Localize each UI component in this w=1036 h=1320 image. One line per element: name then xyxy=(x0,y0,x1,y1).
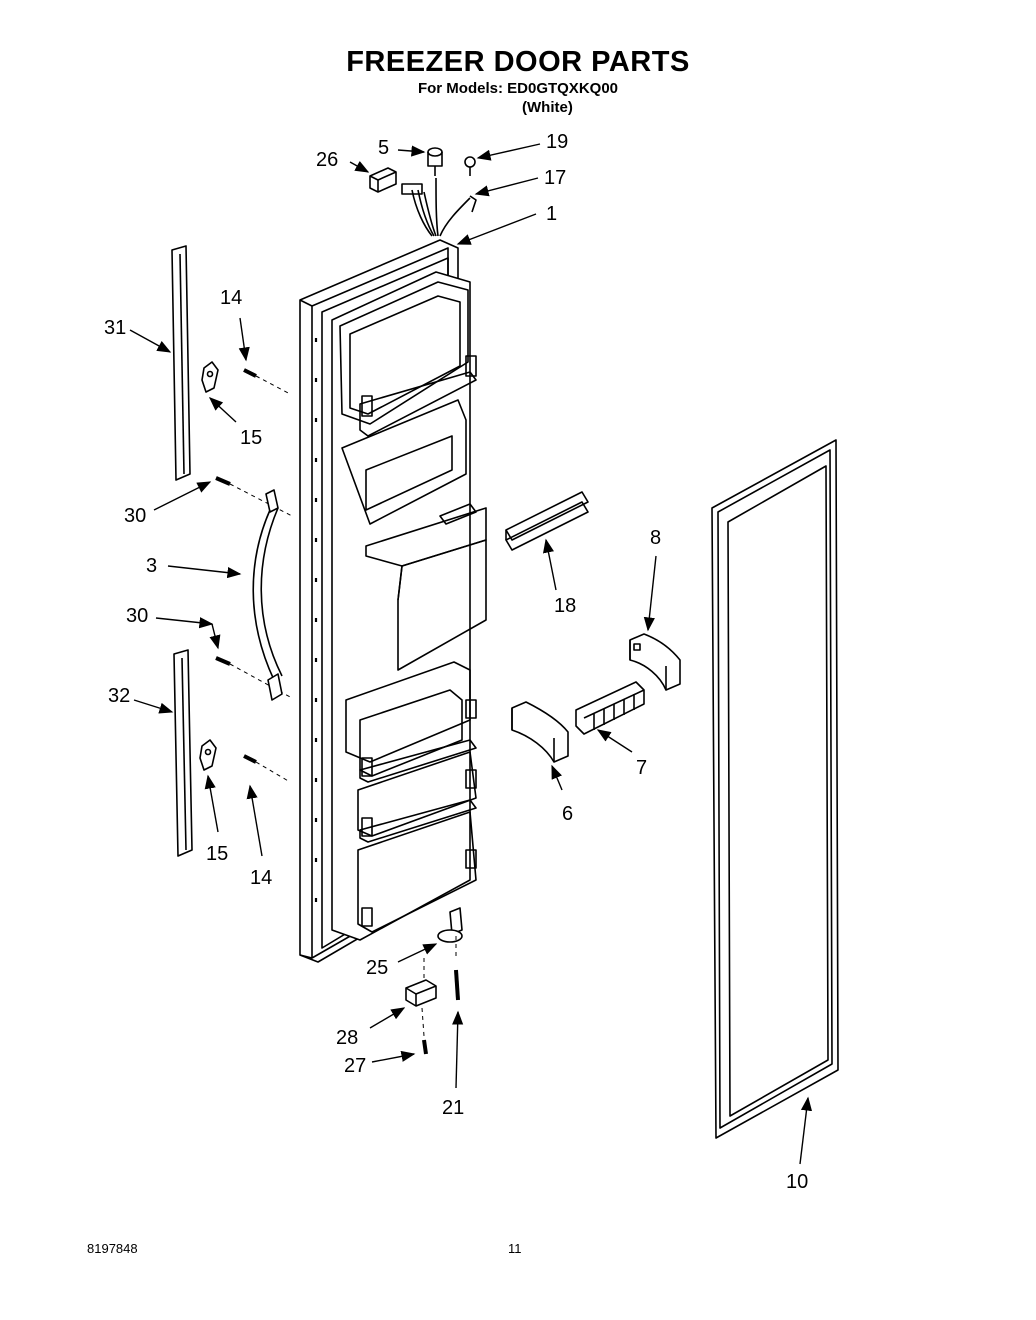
callout-18: 18 xyxy=(554,595,576,617)
screw-part-19 xyxy=(464,156,476,176)
socket-part-5 xyxy=(427,147,443,176)
callout-3: 3 xyxy=(146,555,157,577)
callout-6: 6 xyxy=(562,803,573,825)
callout-30-upper: 30 xyxy=(124,505,146,527)
trim-part-32 xyxy=(173,649,193,857)
callout-14-upper: 14 xyxy=(220,287,242,309)
screw-part-14-upper xyxy=(243,368,291,395)
connector-part-26 xyxy=(369,167,397,193)
callout-14-lower: 14 xyxy=(250,867,272,889)
color-variant: (White) xyxy=(522,99,573,116)
bracket-part-8 xyxy=(629,633,681,691)
models-line: For Models: ED0GTQXKQ00 xyxy=(417,80,619,97)
callout-1: 1 xyxy=(546,203,557,225)
callout-32: 32 xyxy=(108,685,130,707)
callout-15-upper: 15 xyxy=(240,427,262,449)
callout-7: 7 xyxy=(636,757,647,779)
gasket-part-10 xyxy=(711,439,839,1139)
callout-15-lower: 15 xyxy=(206,843,228,865)
callout-28: 28 xyxy=(336,1027,358,1049)
callout-21: 21 xyxy=(442,1097,464,1119)
screw-part-14-lower xyxy=(243,754,291,783)
callout-25: 25 xyxy=(366,957,388,979)
trim-part-31 xyxy=(171,245,191,481)
callout-26: 26 xyxy=(316,149,338,171)
callout-19: 19 xyxy=(546,131,568,153)
callout-27: 27 xyxy=(344,1055,366,1077)
page-number: 11 xyxy=(508,1241,522,1256)
handle-part-3 xyxy=(252,489,283,701)
screw-part-21 xyxy=(454,969,460,1001)
leader-arrows xyxy=(129,143,813,1165)
callout-10: 10 xyxy=(786,1171,808,1193)
bracket-part-6 xyxy=(511,701,569,763)
callout-30-lower: 30 xyxy=(126,605,148,627)
rail-part-18 xyxy=(505,491,589,551)
clip-part-15-upper xyxy=(201,361,219,393)
callout-5: 5 xyxy=(378,137,389,159)
callout-31: 31 xyxy=(104,317,126,339)
grille-part-7 xyxy=(575,681,645,735)
screw-part-27 xyxy=(422,1039,428,1055)
bracket-part-28 xyxy=(405,958,437,1037)
page-title: FREEZER DOOR PARTS xyxy=(346,46,690,78)
wire-harness xyxy=(401,177,477,237)
document-number: 8197848 xyxy=(87,1241,138,1256)
screw-part-30-upper xyxy=(215,476,293,517)
callout-8: 8 xyxy=(650,527,661,549)
hinge-part-25 xyxy=(437,907,463,960)
callout-17: 17 xyxy=(544,167,566,189)
door-liner xyxy=(331,271,487,941)
clip-part-15-lower xyxy=(199,739,217,771)
